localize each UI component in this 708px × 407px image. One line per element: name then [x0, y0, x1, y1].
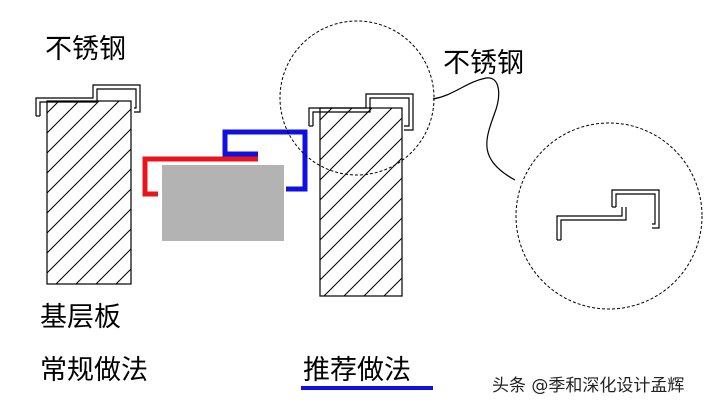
base-board-left — [46, 100, 132, 285]
recommended-method-label: 推荐做法 — [303, 355, 411, 386]
detail-profile — [556, 189, 660, 241]
detail-circle-large — [515, 122, 703, 310]
detail-circle-small — [279, 20, 435, 176]
blue-trim — [222, 129, 308, 192]
stainless-cap-left — [35, 84, 141, 117]
gray-panel — [162, 165, 284, 241]
stainless-label-right: 不锈钢 — [443, 48, 524, 79]
base-board-right — [319, 107, 403, 297]
red-trim — [142, 156, 258, 197]
stainless-label-left: 不锈钢 — [45, 34, 126, 65]
watermark: 头条 @季和深化设计孟辉 — [492, 376, 685, 396]
stainless-cap-right — [308, 93, 414, 131]
leader-curve — [432, 77, 516, 181]
base-board-label: 基层板 — [40, 302, 121, 333]
conventional-method-label: 常规做法 — [40, 355, 148, 386]
